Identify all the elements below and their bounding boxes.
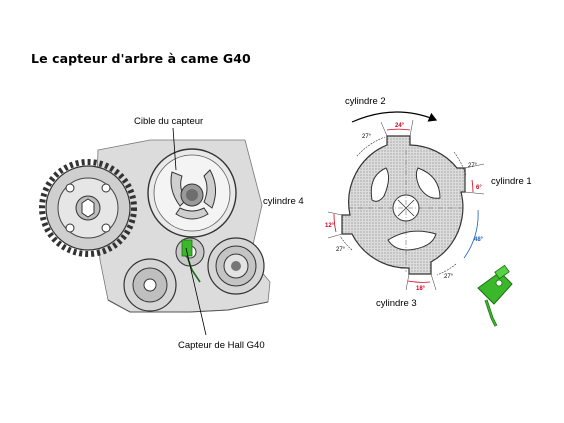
sensor-target-wheel	[147, 148, 237, 238]
label-target: Cible du capteur	[134, 116, 203, 127]
angle-label-bottom-right: 27°	[444, 274, 454, 280]
engine-illustration	[39, 139, 271, 313]
angle-label-left-bottom: 27°	[336, 247, 346, 253]
label-cylinder-2: cylindre 2	[345, 96, 386, 107]
lower-pulleys	[123, 237, 265, 312]
hall-sensor-part	[477, 264, 513, 327]
rotation-arrow	[351, 111, 438, 123]
angle-label-right-top: 27°	[468, 163, 478, 169]
target-wheel-diagram: 27° 24° 27° 6° 48° 27° 18° 27° 12°	[325, 111, 485, 292]
target-leader-line	[172, 127, 177, 171]
angle-label-bottom: 18°	[416, 286, 426, 292]
angle-label-left: 12°	[325, 223, 335, 229]
angle-label-right-bottom: 48°	[474, 237, 484, 243]
label-cylinder-1: cylindre 1	[491, 176, 532, 187]
angle-label-top-left: 27°	[362, 134, 372, 140]
label-cylinder-3: cylindre 3	[376, 298, 417, 309]
camshaft-sprocket	[39, 159, 137, 257]
angle-label-right: 6°	[476, 185, 482, 191]
label-hall-sensor: Capteur de Hall G40	[178, 340, 265, 351]
hall-leader-line	[185, 247, 207, 336]
label-cylinder-4: cylindre 4	[263, 196, 304, 207]
angle-label-top: 24°	[395, 123, 405, 129]
diagram-title: Le capteur d'arbre à came G40	[31, 51, 251, 66]
